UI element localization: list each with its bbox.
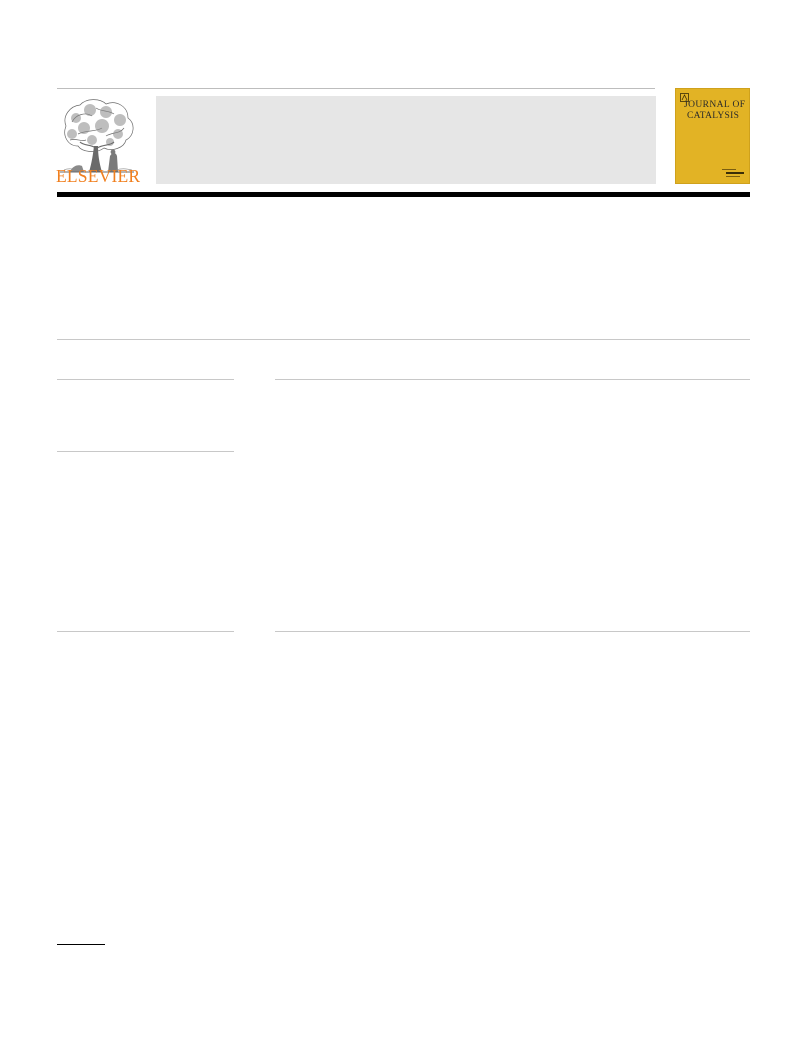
journal-cover-title-line2: CATALYSIS: [687, 111, 740, 121]
publisher-wordmark: ELSEVIER: [56, 166, 141, 186]
footnote-separator: [57, 944, 105, 945]
article-info-top-rule: [57, 379, 234, 380]
keywords-top-rule: [57, 451, 234, 452]
journal-cover-title: JOURNAL OF CATALYSIS: [684, 100, 750, 122]
title-block-rule: [57, 339, 750, 340]
header-banner: [156, 96, 656, 184]
cover-fine-print: [726, 176, 740, 177]
elsevier-tree-logo-icon: [60, 99, 134, 173]
abstract-top-rule: [275, 379, 750, 380]
article-info-bottom-rule: [57, 631, 234, 632]
header-top-rule: [57, 88, 655, 89]
abstract-bottom-rule: [275, 631, 750, 632]
cover-fine-print: [722, 169, 736, 170]
cover-fine-print: [726, 172, 744, 174]
journal-emblem-icon: [680, 93, 689, 102]
journal-cover-thumbnail[interactable]: JOURNAL OF CATALYSIS: [675, 88, 750, 184]
header-bottom-rule: [57, 192, 750, 197]
journal-cover-title-line1: JOURNAL OF: [684, 100, 746, 110]
